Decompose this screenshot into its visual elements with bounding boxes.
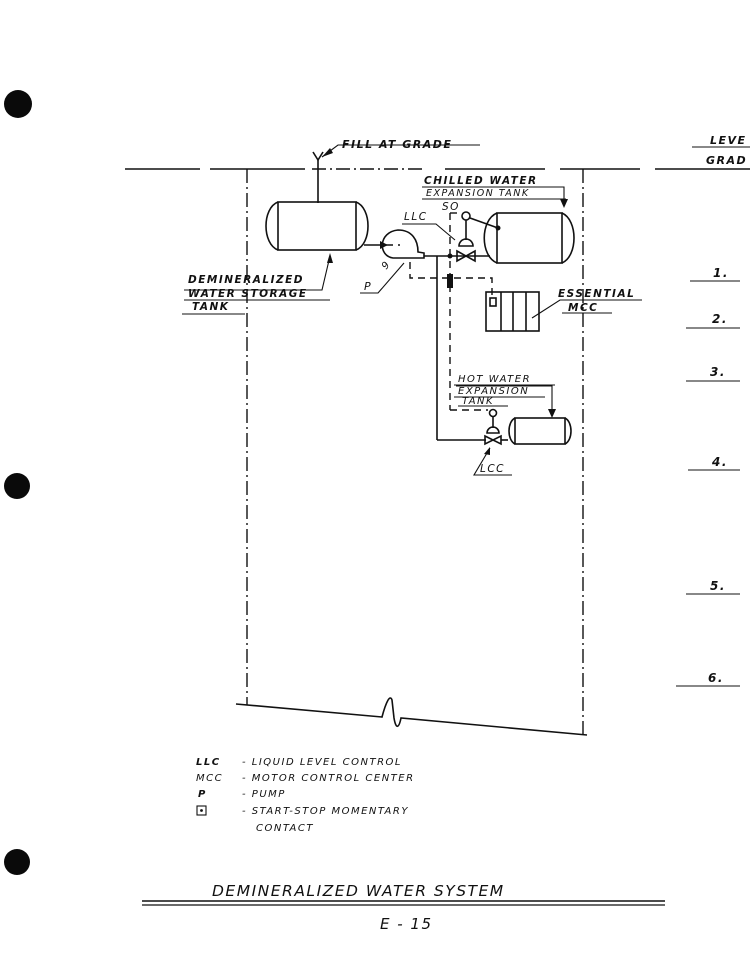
storage-tank-label-line3: TANK: [192, 301, 229, 313]
page-number: E - 15: [380, 915, 433, 933]
hot-tank-leader: [456, 385, 553, 412]
side-table-row-5: 5.: [710, 579, 726, 593]
legend-abbr-pump: P: [198, 789, 207, 800]
side-table-row-2: 2.: [712, 312, 728, 326]
side-table-row-6: 6.: [708, 671, 724, 685]
essential-mcc-leader: [531, 299, 642, 319]
side-level-table: LEVE GRAD 1. 2. 3. 4. 5. 6.: [676, 134, 750, 687]
pump-tag-label: P: [364, 280, 372, 293]
arrow-head: [560, 199, 568, 208]
llc-control-valve-chilled: [456, 211, 501, 263]
binder-hole-middle: [4, 473, 30, 499]
legend-abbr-llc: LLC: [196, 757, 221, 768]
arrow-head: [484, 447, 490, 455]
fill-at-grade-label: FILL AT GRADE: [342, 138, 452, 151]
essential-mcc-label-line1: ESSENTIAL: [558, 288, 635, 300]
so-tag-label: SO: [442, 201, 460, 213]
arrow-head: [322, 148, 333, 157]
side-table-row-4: 4.: [711, 455, 728, 469]
diagram-title: DEMINERALIZED WATER SYSTEM: [212, 882, 505, 900]
legend-abbr-mcc: MCC: [196, 773, 223, 784]
side-table-header-line1: LEVE: [710, 134, 747, 147]
essential-mcc-cabinet: [485, 291, 540, 332]
essential-mcc-label-line2: MCC: [568, 302, 598, 314]
legend-start-stop-symbol: [196, 805, 207, 816]
side-table-row-1: 1.: [713, 266, 729, 280]
llc-leader: [402, 223, 456, 241]
arrow-head: [548, 409, 556, 418]
storage-tank-leader: [184, 255, 331, 291]
chilled-tank-label-line1: CHILLED WATER: [424, 175, 538, 187]
hot-water-expansion-tank: [508, 417, 572, 445]
storage-tank-label-line2: WATER STORAGE: [188, 288, 308, 300]
lcc-leader: [473, 447, 512, 476]
storage-tank-label-line1: DEMINERALIZED: [188, 274, 304, 286]
floor-break-line: [235, 697, 588, 736]
chilled-tank-label-line2: EXPANSION TANK: [426, 188, 530, 199]
hot-tank-label-line3: TANK: [462, 396, 494, 407]
hot-tank-label-line1: HOT WATER: [458, 374, 531, 385]
binder-hole-bottom: [4, 849, 30, 875]
lcc-control-valve-hot: [484, 408, 508, 446]
pump: [381, 229, 425, 259]
legend-desc-pump: - PUMP: [242, 789, 286, 800]
legend: LLC - LIQUID LEVEL CONTROL MCC - MOTOR C…: [196, 757, 415, 834]
binder-hole-top: [4, 90, 32, 118]
arrow-head: [327, 253, 333, 263]
junction-dot: [447, 253, 453, 259]
side-table-row-3: 3.: [710, 365, 726, 379]
legend-desc-llc: - LIQUID LEVEL CONTROL: [242, 757, 402, 768]
lcc-bottom-label: LCC: [480, 463, 505, 475]
llc-top-label: LLC: [404, 211, 428, 223]
fill-connection: [312, 144, 480, 203]
symbol-dot: [200, 809, 203, 812]
chilled-water-expansion-tank: [483, 212, 575, 264]
legend-desc-start-stop-line2: CONTACT: [256, 823, 314, 834]
pump-number-label: 9: [380, 259, 393, 272]
pump-leader: [360, 262, 405, 294]
start-stop-contact-symbol: [447, 274, 453, 288]
side-table-header-line2: GRAD: [706, 154, 747, 167]
legend-desc-start-stop: - START-STOP MOMENTARY: [242, 806, 409, 817]
legend-desc-mcc: - MOTOR CONTROL CENTER: [242, 773, 415, 784]
hot-tank-label-line2: EXPANSION: [458, 386, 529, 397]
demineralized-water-storage-tank: [265, 201, 369, 251]
